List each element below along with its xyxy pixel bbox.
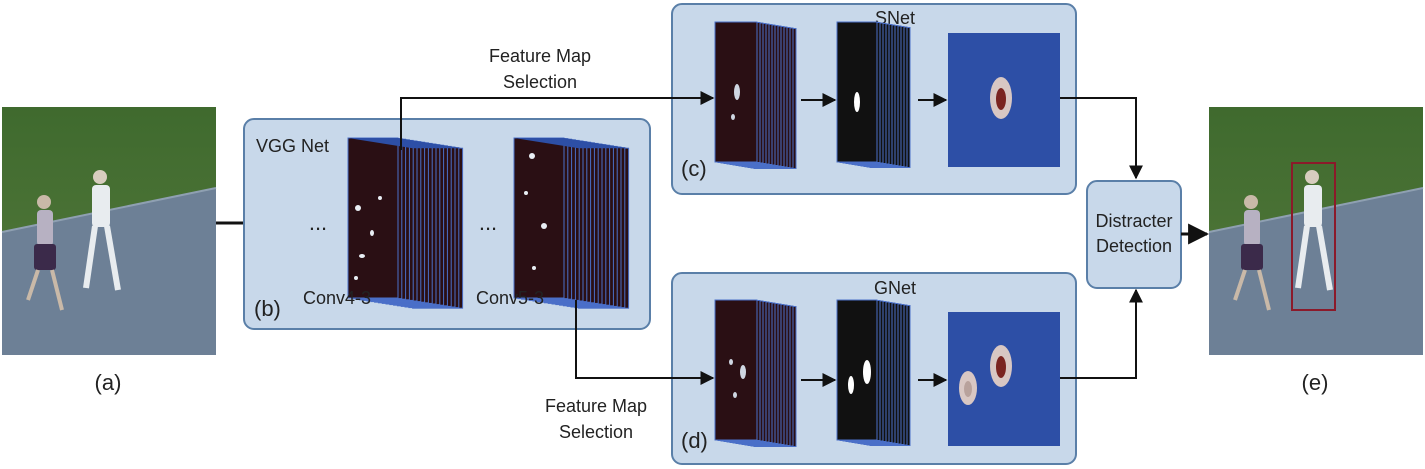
feature-stack-top	[348, 138, 463, 149]
distracter-detection-box: Distracter Detection	[1086, 180, 1182, 289]
vgg-title: VGG Net	[256, 136, 329, 156]
activation-spot	[355, 205, 361, 211]
runner-figure	[1233, 195, 1271, 311]
snet-output-map	[948, 33, 1060, 167]
activation-spot	[370, 230, 374, 236]
snet-feature-stack	[714, 21, 797, 169]
snet-panel: SNet (c)	[671, 3, 1077, 195]
snet-response-stack	[836, 21, 911, 168]
arrow-conv4-to-snet	[400, 91, 715, 150]
activation-spot	[854, 92, 860, 112]
output-image	[1208, 107, 1424, 355]
activation-spot	[863, 360, 871, 384]
gnet-panel-label: (d)	[681, 428, 708, 453]
activation-spot	[359, 254, 365, 258]
feature-stack-top	[514, 138, 629, 149]
activation-spot	[734, 84, 740, 100]
vgg-panel-label: (b)	[254, 296, 281, 321]
arrow-snet-to-distracter	[1060, 97, 1143, 180]
activation-spot	[354, 276, 358, 280]
feature-map-slice	[836, 21, 878, 163]
activation-spot	[848, 376, 854, 394]
distracter-line2: Detection	[1096, 236, 1172, 256]
snet-panel-label: (c)	[681, 156, 707, 181]
activation-spot	[524, 191, 528, 195]
output-label: (e)	[1302, 370, 1329, 395]
runner-figure	[83, 170, 121, 291]
vgg-panel: VGG Net ... ... Conv4-3 Conv5-3 (b)	[243, 118, 651, 330]
activation-spot	[729, 359, 733, 365]
input-image	[1, 107, 217, 355]
arrow-gnet-to-distracter	[1060, 288, 1143, 379]
selection-bottom-line2: Selection	[559, 422, 633, 442]
feature-map-slice	[347, 137, 399, 299]
ellipsis-before-conv4: ...	[309, 210, 327, 235]
conv5-3-feature-stack	[513, 137, 630, 309]
gnet-output-map	[948, 312, 1060, 446]
arrow-conv5-to-gnet	[575, 300, 715, 385]
activation-spot	[541, 223, 547, 229]
distracter-line1: Distracter	[1095, 211, 1172, 231]
activation-spot	[532, 266, 536, 270]
gnet-response-stack	[836, 299, 911, 446]
activation-spot	[731, 114, 735, 120]
conv4-3-label: Conv4-3	[303, 288, 371, 308]
activation-spot	[740, 365, 746, 379]
feature-map-slice	[513, 137, 565, 299]
gnet-title: GNet	[874, 278, 916, 298]
selection-top-line2: Selection	[503, 72, 577, 92]
gnet-feature-stack	[714, 299, 797, 447]
gnet-panel: GNet (d)	[671, 272, 1077, 465]
input-label: (a)	[95, 370, 122, 395]
activation-spot	[529, 153, 535, 159]
runner-figure	[1295, 170, 1333, 291]
selection-top-line1: Feature Map	[489, 46, 591, 66]
runner-figure	[26, 195, 64, 311]
feature-map-slice	[836, 299, 878, 441]
selection-bottom-line1: Feature Map	[545, 396, 647, 416]
activation-spot	[378, 196, 382, 200]
conv4-3-feature-stack	[347, 137, 464, 309]
activation-spot	[733, 392, 737, 398]
feature-map-slice	[714, 299, 758, 441]
tracking-bounding-box	[1291, 162, 1336, 311]
conv5-3-label: Conv5-3	[476, 288, 544, 308]
ellipsis-before-conv5: ...	[479, 210, 497, 235]
